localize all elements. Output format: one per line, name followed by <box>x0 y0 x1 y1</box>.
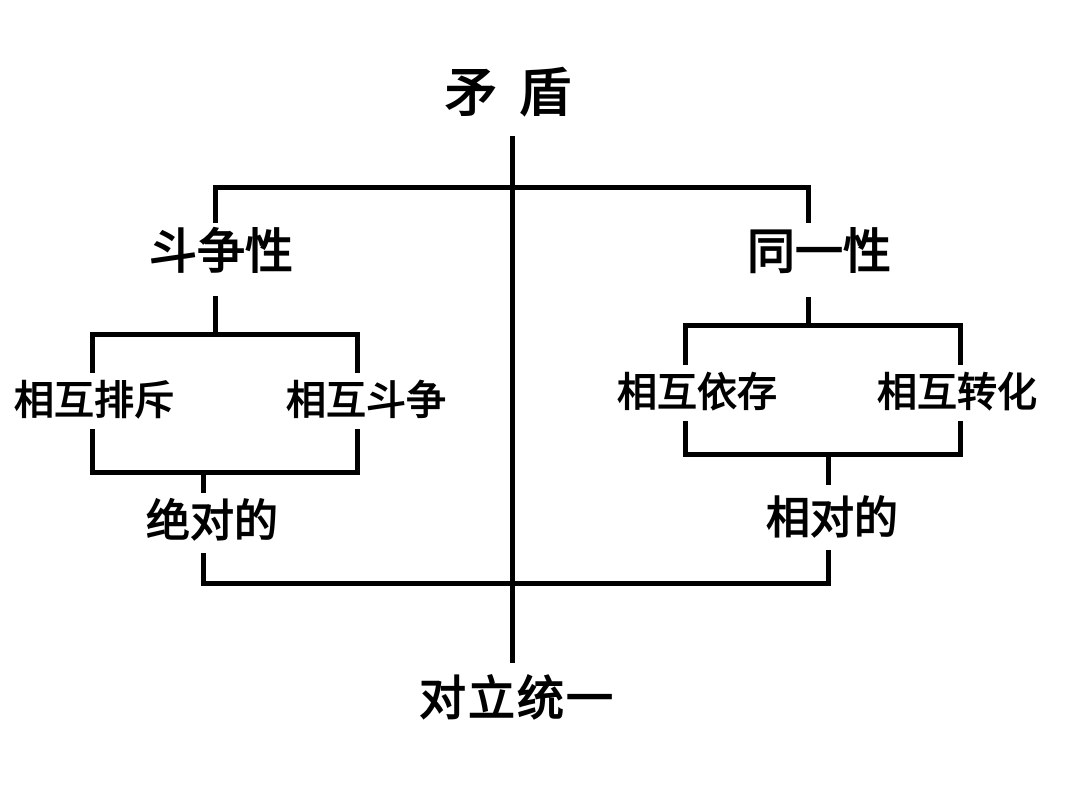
bottom-horizontal-line <box>201 581 831 586</box>
left-branch-tick-bottom <box>213 296 218 334</box>
left-box-bottom-tick <box>201 473 206 493</box>
left-box-item-1: 相互排斥 <box>8 373 180 429</box>
diagram-title: 矛盾 <box>445 65 594 123</box>
right-branch-label: 同一性 <box>747 226 892 279</box>
left-branch-label: 斗争性 <box>149 226 294 279</box>
right-attribute-label: 相对的 <box>766 494 898 543</box>
left-box-item-2: 相互斗争 <box>280 373 452 429</box>
left-attribute-label: 绝对的 <box>146 497 278 546</box>
right-box-item-1: 相互依存 <box>611 365 783 421</box>
right-box-bottom-tick <box>826 455 831 485</box>
right-attribute-tick <box>826 550 831 583</box>
branch-horizontal-line <box>213 185 811 190</box>
center-vertical-line <box>510 136 515 663</box>
conclusion-label: 对立统一 <box>419 672 615 725</box>
right-branch-tick-bottom <box>806 297 811 325</box>
right-branch-tick-top <box>806 185 811 223</box>
right-box-item-2: 相互转化 <box>871 365 1043 421</box>
left-attribute-tick <box>201 553 206 583</box>
left-branch-tick-top <box>213 185 218 223</box>
